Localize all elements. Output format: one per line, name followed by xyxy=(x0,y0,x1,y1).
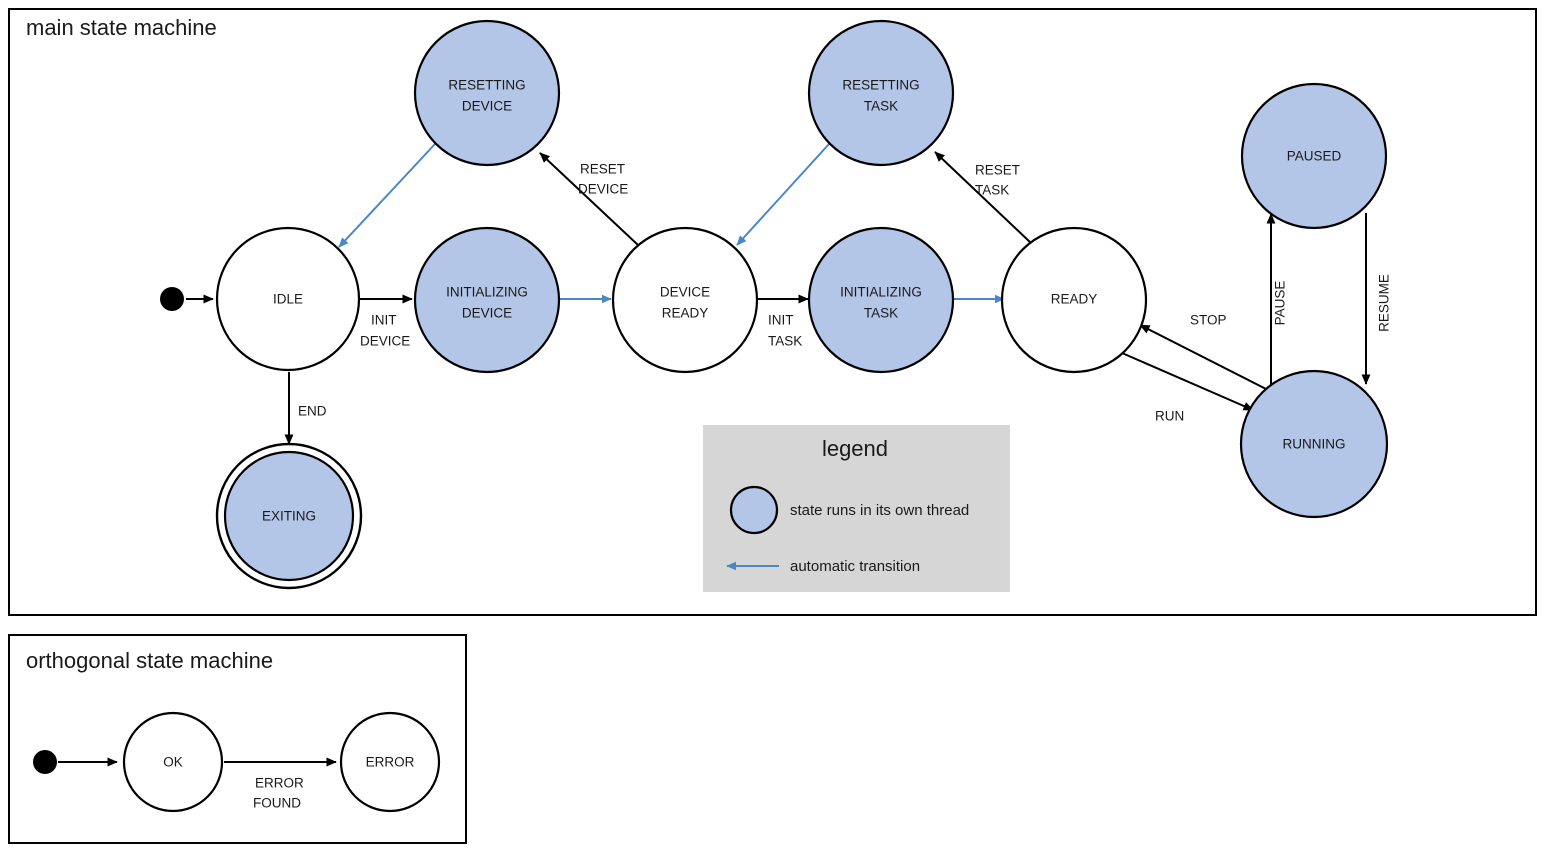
state-label-line1: DEVICE xyxy=(660,285,710,300)
state-paused[interactable]: PAUSED xyxy=(1240,82,1388,230)
main-frame-title: main state machine xyxy=(26,15,217,40)
transition-ready-run[interactable]: RUN xyxy=(1121,352,1254,424)
edge-line xyxy=(736,143,830,246)
state-exiting[interactable]: EXITING xyxy=(215,442,363,590)
legend-item-thread-state: state runs in its own thread xyxy=(729,485,969,535)
legend-item-auto-arrow: automatic transition xyxy=(726,558,920,575)
edge-line xyxy=(338,143,436,248)
edge-label-line2: TASK xyxy=(768,334,802,349)
main-states: IDLE RESETTING DEVICE INITIALIZING DEVIC… xyxy=(160,19,1389,590)
state-ready[interactable]: READY xyxy=(1000,226,1148,374)
state-label-line2: READY xyxy=(662,306,709,321)
state-shape xyxy=(807,226,955,374)
edge-label-line1: ERROR xyxy=(255,776,304,791)
legend-item-label: state runs in its own thread xyxy=(790,502,969,519)
initial-state-dot[interactable] xyxy=(160,287,184,311)
legend: legend state runs in its own thread auto… xyxy=(703,425,1010,592)
state-label-line1: RUNNING xyxy=(1283,437,1346,452)
state-shape xyxy=(413,19,561,167)
orthogonal-state-machine-frame: orthogonal state machine ERROR FOUND OK … xyxy=(8,634,467,844)
state-label-line2: DEVICE xyxy=(462,99,512,114)
edge-label-line2: FOUND xyxy=(253,796,301,811)
edge-line xyxy=(1121,352,1254,411)
state-label-line1: OK xyxy=(163,755,183,770)
legend-item-label: automatic transition xyxy=(790,558,920,575)
edge-label-line1: RESET xyxy=(580,162,625,177)
state-shape xyxy=(122,711,224,813)
state-resetting-device[interactable]: RESETTING DEVICE xyxy=(413,19,561,167)
state-shape xyxy=(339,711,441,813)
state-label-line2: TASK xyxy=(864,99,898,114)
edge-label-line1: RESUME xyxy=(1377,274,1392,332)
transition-idle-end[interactable]: END xyxy=(284,372,327,445)
transition-ready-resettask[interactable]: RESET TASK xyxy=(934,151,1032,244)
transition-ok-error[interactable]: ERROR FOUND xyxy=(224,757,337,811)
state-resetting-task[interactable]: RESETTING TASK xyxy=(807,19,955,167)
state-initializing-task[interactable]: INITIALIZING TASK xyxy=(807,226,955,374)
state-shape xyxy=(215,226,361,372)
edge-label-line1: INIT xyxy=(371,313,397,328)
state-label-line2: TASK xyxy=(864,306,898,321)
state-idle[interactable]: IDLE xyxy=(215,226,361,372)
orthogonal-states: OK ERROR xyxy=(33,711,441,813)
state-label-line1: ERROR xyxy=(366,755,415,770)
state-shape xyxy=(1000,226,1148,374)
state-label-line1: RESETTING xyxy=(842,78,919,93)
transition-running-stop[interactable]: STOP xyxy=(1139,313,1269,391)
edge-label-line2: DEVICE xyxy=(578,182,628,197)
state-shape xyxy=(223,450,355,582)
state-label-line1: PAUSED xyxy=(1287,149,1342,164)
legend-title: legend xyxy=(822,436,888,461)
state-label-line1: INITIALIZING xyxy=(840,285,922,300)
state-label-line1: RESETTING xyxy=(448,78,525,93)
orthogonal-transitions: ERROR FOUND xyxy=(58,757,337,811)
state-label-line1: IDLE xyxy=(273,292,303,307)
state-label-line1: INITIALIZING xyxy=(446,285,528,300)
transition-paused-resume[interactable]: RESUME xyxy=(1361,213,1392,385)
state-label-line1: EXITING xyxy=(262,509,316,524)
main-transitions: INIT DEVICE END RESET DEVICE INIT TASK xyxy=(186,143,1392,445)
state-initializing-device[interactable]: INITIALIZING DEVICE xyxy=(413,226,561,374)
orthogonal-frame-title: orthogonal state machine xyxy=(26,648,273,673)
edge-label-line1: RESET xyxy=(975,163,1020,178)
filled-circle-icon xyxy=(729,485,779,535)
transition-idle-init-device[interactable]: INIT DEVICE xyxy=(359,294,413,349)
transition-resetdev-idle[interactable] xyxy=(338,143,436,248)
state-shape xyxy=(413,226,561,374)
transition-resettask-devready[interactable] xyxy=(736,143,830,246)
state-running[interactable]: RUNNING xyxy=(1239,369,1389,519)
state-device-ready[interactable]: DEVICE READY xyxy=(611,226,759,374)
edge-label-line1: END xyxy=(298,404,327,419)
state-label-line1: READY xyxy=(1051,292,1098,307)
edge-line xyxy=(1139,324,1269,391)
state-ok[interactable]: OK xyxy=(122,711,224,813)
edge-label-line1: RUN xyxy=(1155,409,1184,424)
state-label-line2: DEVICE xyxy=(462,306,512,321)
edge-label-line2: DEVICE xyxy=(360,334,410,349)
state-shape xyxy=(611,226,759,374)
state-shape xyxy=(807,19,955,167)
edge-label-line1: PAUSE xyxy=(1273,281,1288,326)
edge-line xyxy=(934,151,1032,244)
transition-devready-resetdev[interactable]: RESET DEVICE xyxy=(539,152,639,246)
edge-line xyxy=(539,152,639,246)
initial-state-dot[interactable] xyxy=(33,750,57,774)
edge-label-line2: TASK xyxy=(975,183,1009,198)
state-error[interactable]: ERROR xyxy=(339,711,441,813)
state-shape xyxy=(1239,369,1389,519)
transition-devready-inittask[interactable]: INIT TASK xyxy=(757,294,809,349)
state-shape xyxy=(1240,82,1388,230)
transition-running-pause[interactable]: PAUSE xyxy=(1266,213,1288,390)
edge-label-line1: STOP xyxy=(1190,313,1227,328)
edge-label-line1: INIT xyxy=(768,313,794,328)
